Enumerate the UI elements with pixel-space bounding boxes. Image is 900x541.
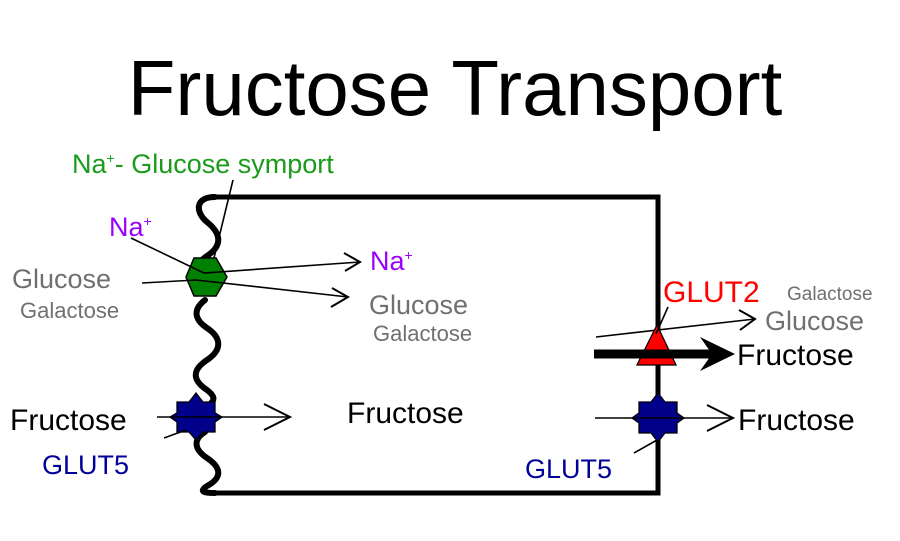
lumen-glucose-label: Glucose [12, 264, 111, 294]
glut2-pointer-line [655, 306, 669, 335]
blood-galactose-label: Galactose [787, 284, 873, 305]
glut5-basolateral-label: GLUT5 [525, 454, 612, 484]
cell-galactose-label: Galactose [373, 321, 472, 346]
blood-fructose-glut5-label: Fructose [738, 404, 855, 437]
fructose-apical-arrowhead-icon [263, 403, 293, 431]
cell-sodium-label: Na+ [370, 246, 413, 276]
fructose-glut2-arrowhead-icon [700, 337, 735, 371]
sodium-arrowhead-icon [343, 252, 362, 272]
blood-fructose-glut2-label: Fructose [737, 339, 854, 372]
glut5-basolateral-pointer-line [633, 439, 658, 454]
sglt1-hexagon-icon [185, 257, 228, 297]
cell-membrane-apical-wavy [192, 194, 222, 496]
glucose-glut2-arrowhead-icon [738, 309, 757, 331]
lumen-fructose-label: Fructose [10, 404, 127, 437]
diagram-title: Fructose Transport [128, 44, 783, 132]
cell-fructose-label: Fructose [347, 397, 464, 430]
lumen-sodium-label: Na+ [109, 212, 152, 242]
sglt1-label: Na+- Glucose symport [72, 149, 334, 179]
fructose-basolateral-arrowhead-icon [706, 404, 736, 432]
glucose-arrowhead-icon [330, 287, 351, 308]
glut2-label: GLUT2 [663, 276, 760, 309]
glucose-flow-line [141, 279, 349, 298]
cell-glucose-label: Glucose [369, 290, 468, 320]
sodium-flow-line [130, 237, 361, 274]
glut5-apical-pointer-line [163, 429, 187, 439]
lumen-galactose-label: Galactose [20, 298, 119, 323]
sglt1-pointer-line [213, 179, 234, 259]
glut5-apical-label: GLUT5 [42, 450, 129, 480]
glucose-glut2-flow-line [595, 318, 756, 338]
blood-glucose-label: Glucose [765, 306, 864, 336]
